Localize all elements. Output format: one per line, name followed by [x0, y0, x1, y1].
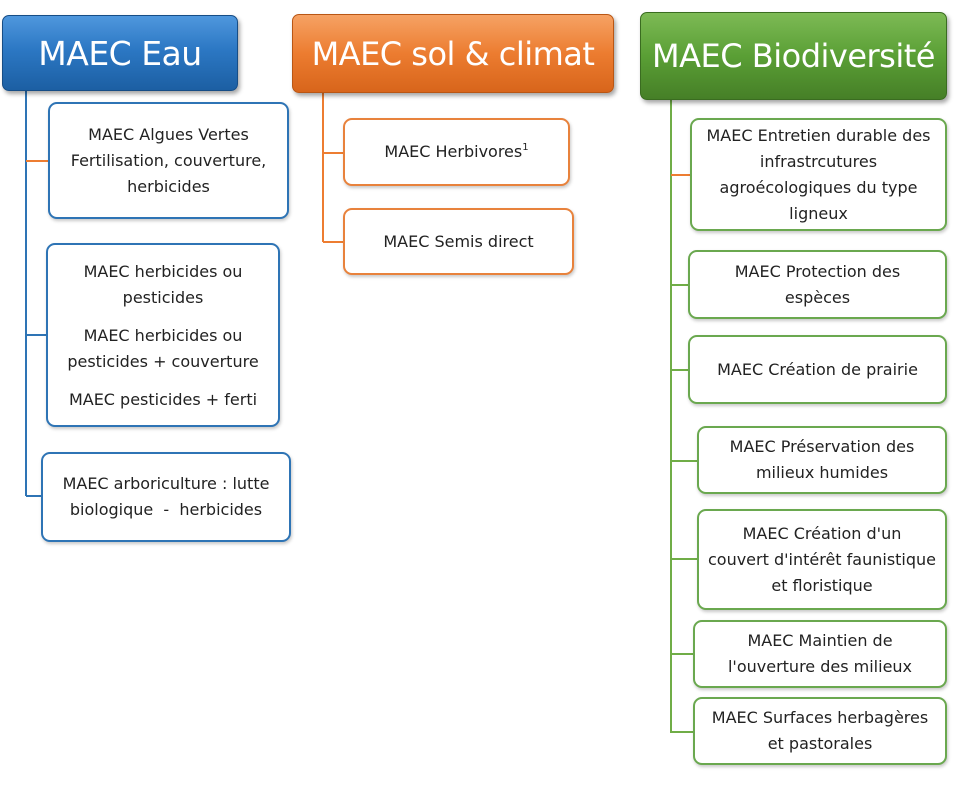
box-line: MAEC Algues Vertes [88, 124, 249, 144]
box-line: pesticides + couverture [67, 352, 259, 371]
box-line: MAEC arboriculture : lutte [62, 474, 270, 493]
box-line: biologique - herbicides [69, 500, 263, 519]
eau-box-arboriculture: MAEC arboriculture : lutte biologique - … [41, 452, 291, 542]
box-line: et pastorales [767, 734, 873, 753]
box-line: et floristique [771, 575, 873, 595]
bio-branch-line-4 [671, 460, 697, 462]
box-line: milieux humides [755, 463, 889, 482]
bio-box-protection-especes: MAEC Protection des espèces [688, 250, 947, 319]
biodiversite-header: MAEC Biodiversité [640, 12, 947, 100]
sol-trunk-line [322, 91, 324, 242]
bio-branch-line-2 [671, 284, 688, 286]
sol-branch-line-2 [323, 241, 343, 243]
bio-box-creation-prairie: MAEC Création de prairie [688, 335, 947, 404]
box-line: ligneux [789, 203, 848, 223]
box-line: MAEC Semis direct [383, 231, 534, 251]
box-line: espèces [784, 287, 851, 307]
bio-box-entretien-ligneux: MAEC Entretien durable des infrastrcutur… [690, 118, 947, 231]
box-line: MAEC Surfaces herbagères [711, 708, 929, 727]
box-line: herbicides [127, 176, 210, 196]
footnote-marker: 1 [522, 142, 529, 153]
box-line: MAEC pesticides + ferti [68, 390, 258, 409]
eau-branch-line-1 [26, 160, 48, 162]
bio-box-surfaces-herbageres: MAEC Surfaces herbagères et pastorales [693, 697, 947, 765]
box-line: MAEC Préservation des [729, 437, 915, 456]
bio-trunk-line [670, 98, 672, 733]
eau-branch-line-2 [26, 334, 46, 336]
box-line: MAEC Maintien de [747, 631, 893, 650]
box-line: infrastrcutures [759, 151, 878, 171]
eau-header: MAEC Eau [2, 15, 238, 91]
eau-trunk-line [25, 89, 27, 496]
bio-branch-line-5 [671, 558, 697, 560]
herbivores-label: MAEC Herbivores [384, 142, 523, 161]
bio-branch-line-3 [671, 369, 688, 371]
box-line: pesticides [122, 288, 204, 307]
box-line: MAEC herbicides ou [83, 262, 243, 281]
box-line: MAEC Création de prairie [717, 359, 918, 379]
sol-branch-line-1 [323, 152, 343, 154]
box-line: MAEC Création d'un [742, 523, 902, 543]
bio-branch-line-7 [671, 731, 693, 733]
box-line: MAEC Entretien durable des [706, 125, 931, 145]
box-line: agroécologiques du type [719, 177, 918, 197]
bio-box-couvert-faunistique: MAEC Création d'un couvert d'intérêt fau… [697, 509, 947, 610]
eau-box-herbicides-pesticides: MAEC herbicides ou pesticides MAEC herbi… [46, 243, 280, 427]
box-line: MAEC Herbivores1 [384, 139, 528, 165]
bio-box-milieux-humides: MAEC Préservation des milieux humides [697, 426, 947, 494]
bio-box-ouverture-milieux: MAEC Maintien de l'ouverture des milieux [693, 620, 947, 688]
sol-box-herbivores: MAEC Herbivores1 [343, 118, 570, 186]
box-line: Fertilisation, couverture, [70, 150, 267, 170]
bio-branch-line-1 [671, 174, 690, 176]
eau-branch-line-3 [26, 495, 42, 497]
bio-branch-line-6 [671, 653, 693, 655]
eau-box-algues-vertes: MAEC Algues Vertes Fertilisation, couver… [48, 102, 289, 219]
sol-climat-header: MAEC sol & climat [292, 14, 614, 93]
box-line: couvert d'intérêt faunistique [707, 549, 937, 569]
sol-box-semis-direct: MAEC Semis direct [343, 208, 574, 275]
box-line: l'ouverture des milieux [727, 657, 913, 676]
box-line: MAEC herbicides ou [83, 326, 243, 345]
box-line: MAEC Protection des [734, 261, 901, 281]
